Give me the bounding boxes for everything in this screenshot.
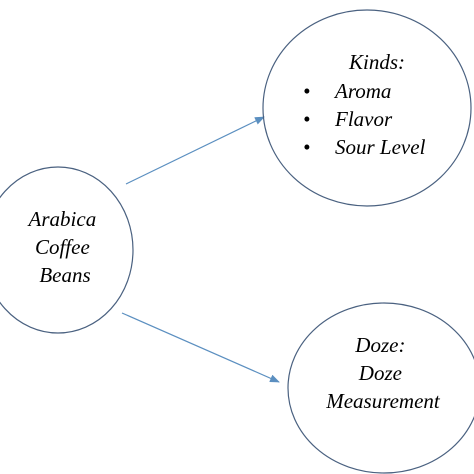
source-line-1: Arabica xyxy=(27,207,97,231)
edge-source-to-doze xyxy=(121,312,280,383)
kinds-bullet-2: • xyxy=(303,107,310,131)
edge-source-to-kinds xyxy=(125,116,265,185)
kinds-item-flavor: Flavor xyxy=(334,107,393,131)
node-kinds-ellipse xyxy=(262,9,472,207)
source-line-2: Coffee xyxy=(35,235,90,259)
doze-line-1: Doze: xyxy=(354,333,405,357)
kinds-bullet-1: • xyxy=(303,79,310,103)
node-arabica-coffee-beans: Arabica Coffee Beans xyxy=(0,166,134,334)
node-doze-ellipse xyxy=(287,302,474,474)
doze-line-2: Doze xyxy=(358,361,402,385)
node-doze-label: Doze: Doze Measurement xyxy=(325,333,441,413)
source-line-3: Beans xyxy=(39,263,90,287)
node-source-ellipse xyxy=(0,166,134,334)
kinds-bullet-3: • xyxy=(303,135,310,159)
node-source-label: Arabica Coffee Beans xyxy=(27,207,102,287)
node-doze: Doze: Doze Measurement xyxy=(287,302,474,474)
kinds-item-sour-level: Sour Level xyxy=(335,135,426,159)
kinds-item-aroma: Aroma xyxy=(333,79,391,103)
node-kinds: Kinds: • Aroma • Flavor • Sour Level xyxy=(262,9,472,207)
kinds-heading: Kinds: xyxy=(348,50,405,74)
doze-line-3: Measurement xyxy=(325,389,441,413)
